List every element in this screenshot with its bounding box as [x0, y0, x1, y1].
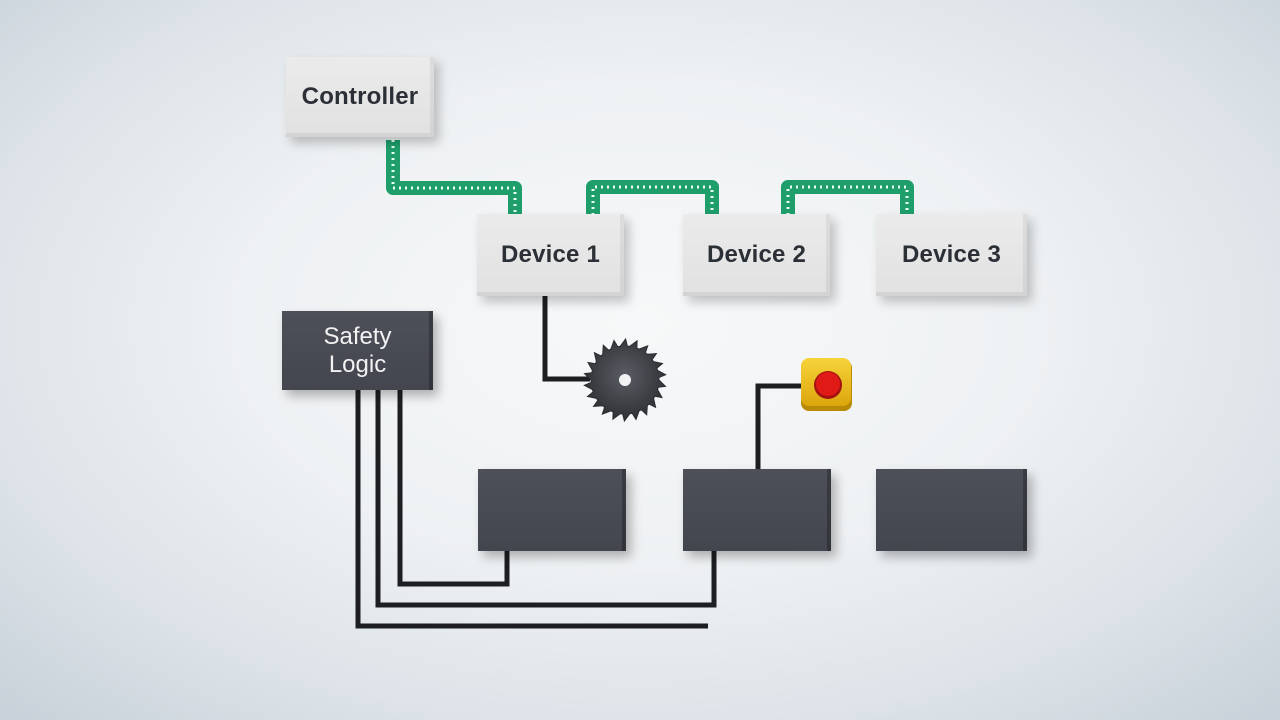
safety-output-box-3[interactable] [876, 469, 1027, 551]
controller-box[interactable]: Controller [286, 57, 434, 137]
network-cable-device2-device3 [781, 180, 914, 215]
wire-safety-extension [355, 390, 708, 629]
wire-device1-saw [542, 296, 590, 382]
safety-logic-label-line1: Safety [323, 322, 392, 350]
safety-logic-label-line2: Logic [328, 350, 387, 378]
device-2-box[interactable]: Device 2 [683, 214, 830, 296]
circular-saw-blade-icon [583, 337, 667, 423]
wire-estop-output2 [755, 383, 805, 470]
device-3-label: Device 3 [901, 241, 1001, 268]
device-2-label: Device 2 [706, 241, 806, 268]
device-1-label: Device 1 [500, 241, 600, 268]
emergency-stop-button-icon[interactable] [801, 358, 852, 411]
wire-safety-output2 [375, 390, 717, 608]
device-1-box[interactable]: Device 1 [477, 214, 624, 296]
network-cable-controller-device1 [386, 140, 522, 215]
device-3-box[interactable]: Device 3 [876, 214, 1027, 296]
network-cable-device1-device2 [586, 180, 719, 215]
wire-safety-output1 [397, 390, 510, 587]
safety-output-box-2[interactable] [683, 469, 831, 551]
safety-logic-box[interactable]: Safety Logic [282, 311, 433, 390]
controller-label: Controller [301, 83, 419, 110]
safety-output-box-1[interactable] [478, 469, 626, 551]
